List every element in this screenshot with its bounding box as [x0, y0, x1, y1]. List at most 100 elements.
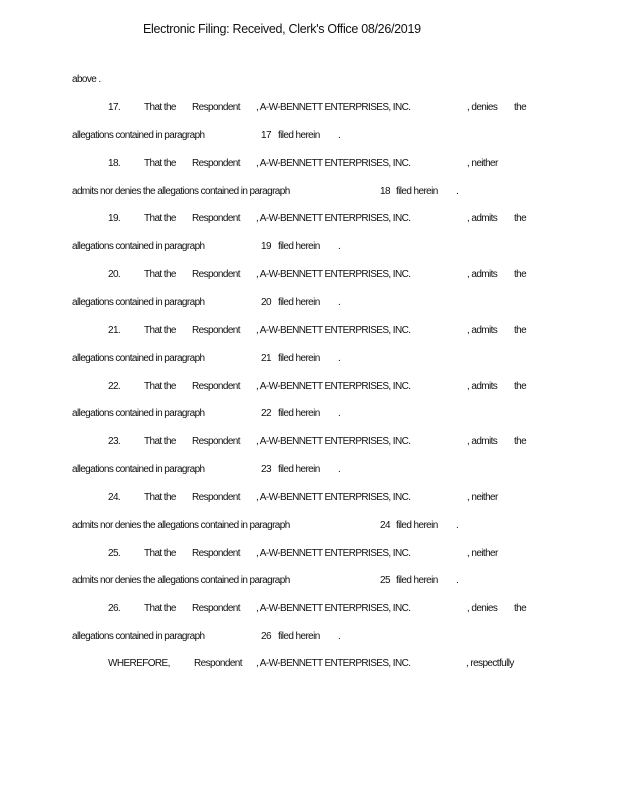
admits-nor-denies-text: admits nor denies the allegations contai… — [72, 575, 290, 587]
response-verb: , denies — [467, 102, 498, 113]
filed-herein-text: filed herein — [396, 575, 438, 587]
response-verb: , neither — [467, 547, 498, 559]
response-verb: , denies — [467, 603, 498, 615]
period: . — [456, 519, 459, 531]
that-the-text: That the — [144, 102, 176, 113]
paragraph-ref: 19 — [261, 241, 272, 253]
party-name: , A-W-BENNETT ENTERPRISES, INC. — [256, 380, 411, 392]
allegations-text: allegations contained in paragraph — [72, 129, 205, 141]
the-text: the — [514, 213, 527, 225]
paragraph-number: 26. — [108, 603, 121, 615]
period: . — [338, 631, 341, 643]
respectfully-text: , respectfully — [466, 658, 514, 669]
paragraph-number: 18. — [108, 157, 121, 169]
opening-line: above . — [72, 74, 101, 85]
respondent-text: Respondent — [192, 324, 241, 336]
allegations-text: allegations contained in paragraph — [72, 352, 205, 364]
filing-header: Electronic Filing: Received, Clerk's Off… — [143, 22, 421, 36]
the-text: the — [514, 102, 527, 113]
that-the-text: That the — [144, 491, 176, 503]
paragraph-ref: 18 — [380, 185, 391, 197]
response-verb: , neither — [467, 157, 498, 169]
the-text: the — [514, 324, 527, 336]
party-name: , A-W-BENNETT ENTERPRISES, INC. — [256, 658, 411, 669]
filed-herein-text: filed herein — [278, 241, 320, 253]
that-the-text: That the — [144, 269, 176, 281]
paragraph-ref: 17 — [261, 129, 272, 141]
response-verb: , admits — [467, 213, 498, 225]
filed-herein-text: filed herein — [278, 296, 320, 308]
period: . — [338, 464, 341, 475]
party-name: , A-W-BENNETT ENTERPRISES, INC. — [256, 491, 411, 503]
respondent-text: Respondent — [194, 658, 243, 669]
respondent-text: Respondent — [192, 102, 241, 113]
that-the-text: That the — [144, 380, 176, 392]
period: . — [456, 185, 459, 197]
paragraph-number: 24. — [108, 491, 121, 503]
response-verb: , admits — [467, 436, 498, 448]
respondent-text: Respondent — [192, 491, 241, 503]
the-text: the — [514, 603, 527, 615]
respondent-text: Respondent — [192, 603, 241, 615]
that-the-text: That the — [144, 213, 176, 225]
wherefore-text: WHEREFORE, — [108, 658, 170, 669]
respondent-text: Respondent — [192, 547, 241, 559]
paragraph-number: 25. — [108, 547, 121, 559]
paragraph-ref: 21 — [261, 352, 272, 364]
period: . — [338, 352, 341, 364]
filed-herein-text: filed herein — [396, 519, 438, 531]
allegations-text: allegations contained in paragraph — [72, 408, 205, 420]
that-the-text: That the — [144, 324, 176, 336]
the-text: the — [514, 380, 527, 392]
filed-herein-text: filed herein — [278, 631, 320, 643]
paragraph-ref: 26 — [261, 631, 272, 643]
period: . — [338, 241, 341, 253]
allegations-text: allegations contained in paragraph — [72, 296, 205, 308]
allegations-text: allegations contained in paragraph — [72, 241, 205, 253]
filed-herein-text: filed herein — [278, 352, 320, 364]
filed-herein-text: filed herein — [396, 185, 438, 197]
paragraph-ref: 24 — [380, 519, 391, 531]
paragraph-ref: 25 — [380, 575, 391, 587]
paragraph-number: 21. — [108, 324, 121, 336]
paragraph-ref: 23 — [261, 464, 272, 475]
filed-herein-text: filed herein — [278, 408, 320, 420]
party-name: , A-W-BENNETT ENTERPRISES, INC. — [256, 102, 411, 113]
paragraph-number: 19. — [108, 213, 121, 225]
respondent-text: Respondent — [192, 380, 241, 392]
party-name: , A-W-BENNETT ENTERPRISES, INC. — [256, 213, 411, 225]
party-name: , A-W-BENNETT ENTERPRISES, INC. — [256, 269, 411, 281]
response-verb: , admits — [467, 269, 498, 281]
paragraph-number: 23. — [108, 436, 121, 448]
paragraph-number: 20. — [108, 269, 121, 281]
allegations-text: allegations contained in paragraph — [72, 631, 205, 643]
that-the-text: That the — [144, 157, 176, 169]
respondent-text: Respondent — [192, 213, 241, 225]
party-name: , A-W-BENNETT ENTERPRISES, INC. — [256, 547, 411, 559]
that-the-text: That the — [144, 436, 176, 448]
period: . — [456, 575, 459, 587]
filed-herein-text: filed herein — [278, 464, 320, 475]
admits-nor-denies-text: admits nor denies the allegations contai… — [72, 185, 290, 197]
response-verb: , neither — [467, 491, 498, 503]
respondent-text: Respondent — [192, 157, 241, 169]
party-name: , A-W-BENNETT ENTERPRISES, INC. — [256, 436, 411, 448]
respondent-text: Respondent — [192, 436, 241, 448]
paragraph-ref: 22 — [261, 408, 272, 420]
party-name: , A-W-BENNETT ENTERPRISES, INC. — [256, 603, 411, 615]
response-verb: , admits — [467, 324, 498, 336]
the-text: the — [514, 436, 527, 448]
that-the-text: That the — [144, 547, 176, 559]
period: . — [338, 129, 341, 141]
filed-herein-text: filed herein — [278, 129, 320, 141]
party-name: , A-W-BENNETT ENTERPRISES, INC. — [256, 157, 411, 169]
period: . — [338, 296, 341, 308]
the-text: the — [514, 269, 527, 281]
paragraph-ref: 20 — [261, 296, 272, 308]
allegations-text: allegations contained in paragraph — [72, 464, 205, 475]
that-the-text: That the — [144, 603, 176, 615]
response-verb: , admits — [467, 380, 498, 392]
paragraph-number: 17. — [108, 102, 121, 113]
period: . — [338, 408, 341, 420]
